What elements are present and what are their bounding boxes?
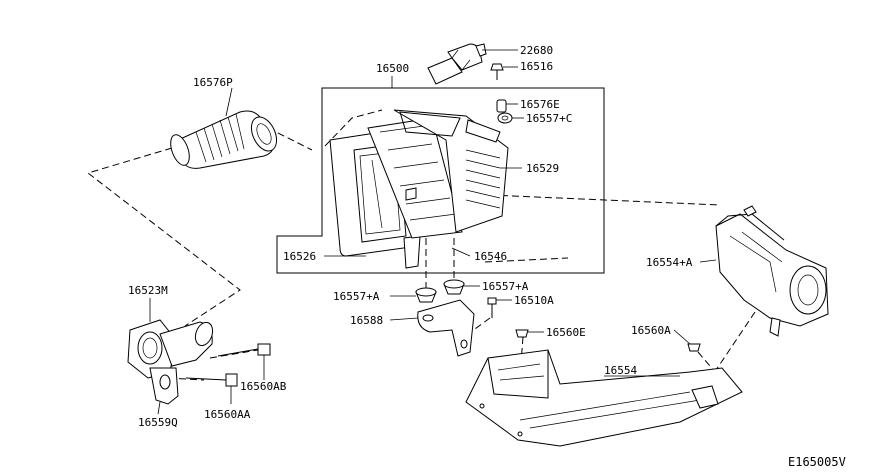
filter-element-16546 — [367, 117, 463, 239]
label-16500: 16500 — [376, 62, 409, 75]
grommet-16557C — [497, 112, 513, 124]
label-16526: 16526 — [283, 250, 316, 263]
clip-16576E — [496, 99, 507, 113]
leader-16559Q — [157, 401, 161, 415]
airflow-sensor-22680 — [427, 43, 487, 85]
leader-16576P — [225, 87, 233, 117]
label-16523M: 16523M — [128, 284, 168, 297]
dash-duct-to-lower — [705, 311, 756, 386]
label-16557A-left: 16557+A — [333, 290, 380, 303]
bracket-16588 — [417, 299, 475, 357]
bolt-16560A — [687, 343, 701, 352]
bolt-16560AA — [185, 373, 238, 387]
grommet-16557A-left — [415, 287, 437, 303]
label-16560AA: 16560AA — [204, 408, 251, 421]
upper-cover-16529 — [393, 109, 509, 233]
intake-hose-16576P — [170, 110, 278, 169]
diagram-code: E165005V — [788, 455, 846, 469]
leader-16560A — [673, 329, 691, 345]
dash-16560AB — [209, 349, 259, 359]
air-duct-16554A — [715, 205, 829, 337]
bracket-16559Q — [149, 367, 179, 405]
grommet-16557A-right — [443, 279, 465, 295]
dash-16546 — [484, 257, 569, 263]
bolt-16560E — [515, 329, 529, 338]
label-16510A: 16510A — [514, 294, 554, 307]
screw-16516 — [490, 63, 504, 80]
label-16576E: 16576E — [520, 98, 560, 111]
label-16588: 16588 — [350, 314, 383, 327]
dash-hose-to-box — [267, 127, 313, 151]
label-16529: 16529 — [526, 162, 559, 175]
label-22680: 22680 — [520, 44, 553, 57]
bolt-16510A — [487, 297, 497, 318]
dash-hose-to-adapter — [86, 147, 241, 327]
label-16557A-right: 16557+A — [482, 280, 529, 293]
leader-16588 — [389, 317, 419, 321]
leader-16546 — [451, 247, 471, 257]
label-16554: 16554 — [604, 364, 637, 377]
dash-to-duct — [489, 194, 721, 206]
dash-box-top — [324, 109, 383, 147]
label-16546: 16546 — [474, 250, 507, 263]
bolt-16560AB — [217, 343, 271, 357]
dash-16560E — [519, 336, 524, 377]
label-16554A: 16554+A — [646, 256, 693, 269]
label-16557C: 16557+C — [526, 112, 572, 125]
label-16560E: 16560E — [546, 326, 586, 339]
assembly-box-16500 — [276, 87, 605, 274]
label-16560A: 16560A — [631, 324, 671, 337]
label-16559Q: 16559Q — [138, 416, 178, 429]
label-16560AB: 16560AB — [240, 380, 287, 393]
label-16516: 16516 — [520, 60, 553, 73]
adapter-16523M — [127, 319, 214, 379]
leader-16554A — [699, 259, 717, 263]
dash-16560A — [697, 351, 723, 381]
label-16576P: 16576P — [193, 76, 233, 89]
lower-duct-16554 — [465, 349, 743, 447]
